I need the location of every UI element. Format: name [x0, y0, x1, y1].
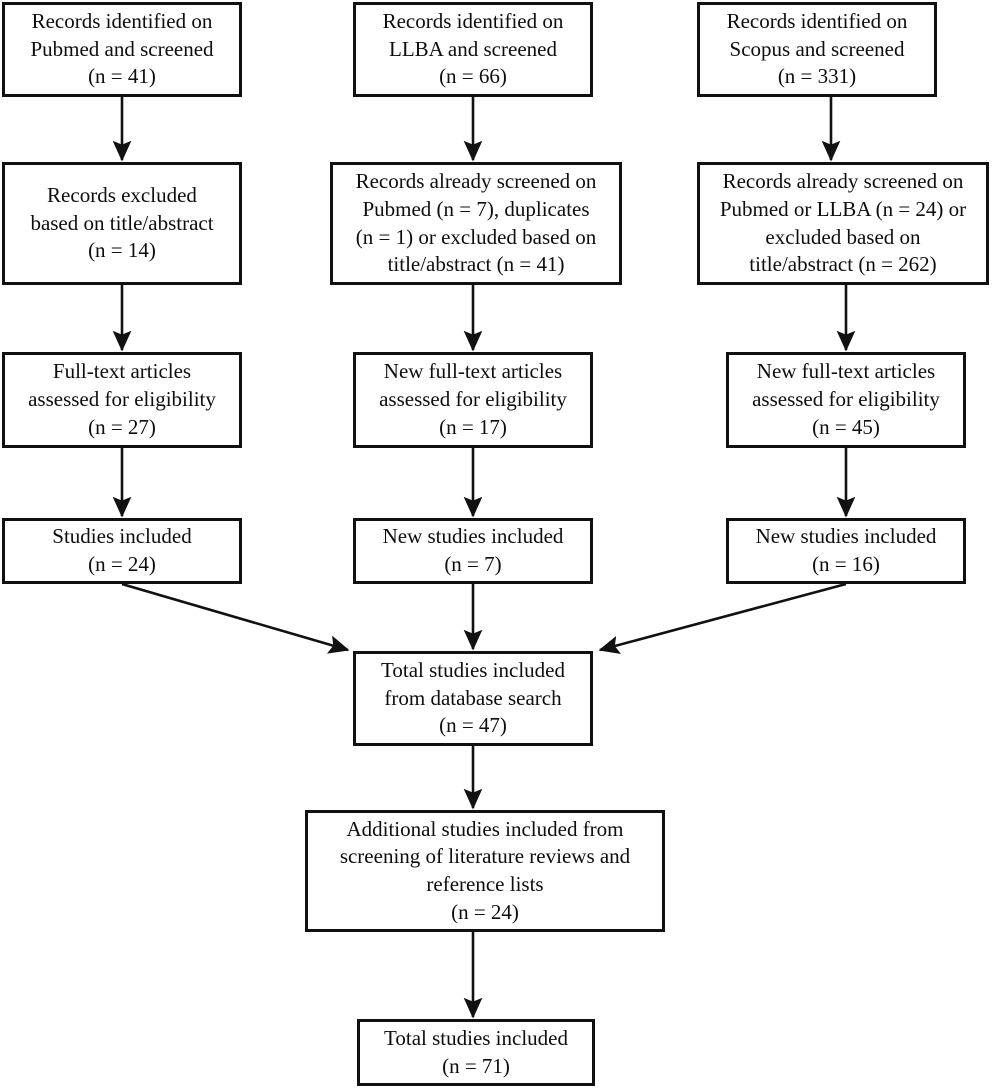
node-label: Records identified on Pubmed and screene… — [30, 8, 214, 89]
node-label: Full-text articles assessed for eligibil… — [28, 359, 216, 439]
node-scopus-included: New studies included (n = 16) — [726, 518, 966, 584]
node-label: Records identified on LLBA and screened … — [382, 8, 564, 89]
node-pubmed-included: Studies included (n = 24) — [2, 518, 242, 584]
node-label: Total studies included (n = 71) — [384, 1025, 568, 1078]
node-scopus-excluded: Records already screened on Pubmed or LL… — [697, 162, 989, 285]
node-label: Records excluded based on title/abstract… — [30, 182, 214, 263]
node-pubmed-excluded: Records excluded based on title/abstract… — [2, 162, 242, 285]
node-label: New studies included (n = 7) — [382, 524, 564, 576]
node-scopus-identified: Records identified on Scopus and screene… — [697, 2, 937, 97]
node-label: New full-text articles assessed for elig… — [752, 359, 940, 439]
node-label: Total studies included from database sea… — [381, 657, 565, 738]
node-total-database: Total studies included from database sea… — [353, 651, 593, 746]
node-label: Records already screened on Pubmed or LL… — [719, 169, 967, 277]
node-pubmed-identified: Records identified on Pubmed and screene… — [2, 2, 242, 97]
node-total-included: Total studies included (n = 71) — [357, 1019, 595, 1086]
node-label: Records identified on Scopus and screene… — [726, 8, 908, 89]
node-label: New full-text articles assessed for elig… — [379, 359, 567, 439]
node-llba-included: New studies included (n = 7) — [353, 518, 593, 584]
node-scopus-fulltext: New full-text articles assessed for elig… — [726, 352, 966, 448]
node-label: Records already screened on Pubmed (n = … — [355, 169, 597, 277]
node-pubmed-fulltext: Full-text articles assessed for eligibil… — [2, 352, 242, 448]
node-label: Additional studies included from screeni… — [339, 816, 631, 924]
node-label: New studies included (n = 16) — [755, 524, 937, 576]
node-llba-identified: Records identified on LLBA and screened … — [353, 2, 593, 97]
arrow-scopus-included-to-total — [598, 582, 847, 655]
node-additional-studies: Additional studies included from screeni… — [305, 810, 665, 932]
node-llba-fulltext: New full-text articles assessed for elig… — [353, 352, 593, 448]
node-llba-excluded: Records already screened on Pubmed (n = … — [330, 162, 622, 285]
arrow-pubmed-included-to-total — [121, 582, 350, 654]
node-label: Studies included (n = 24) — [52, 524, 192, 576]
